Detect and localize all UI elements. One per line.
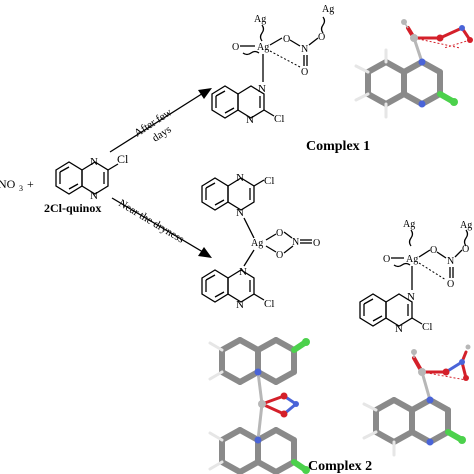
quinoxaline-structure	[55, 161, 119, 195]
complex1-alt-structure: Ag Ag O O N O Ag O N N Cl	[359, 219, 472, 335]
upper-arrow: After few days	[109, 88, 212, 153]
alt-ag-top: Ag	[403, 219, 415, 230]
c2-n-top2: N	[236, 207, 244, 219]
complex1-model-2	[362, 344, 471, 457]
alt-ag-right: Ag	[460, 220, 472, 231]
alt-o-upper: O	[430, 245, 437, 256]
complex2-structure: N N Cl Ag O N O O N N Cl	[201, 172, 320, 311]
atom-n-top: N	[90, 156, 98, 168]
alt-cl: Cl	[422, 321, 432, 333]
alt-o-right: O	[462, 244, 469, 255]
c1-ag-top: Ag	[254, 14, 266, 25]
arrow-label-lower: Near the dryness	[116, 197, 186, 245]
complex1-label: Complex 1	[306, 139, 370, 154]
salt-fragment: NO	[0, 177, 16, 191]
c2-o-c: O	[313, 238, 320, 249]
c2-n-top1: N	[236, 172, 244, 184]
salt-subscript: 3	[19, 184, 23, 193]
c2-cl-bottom: Cl	[264, 298, 274, 310]
c1-ag: Ag	[257, 42, 269, 53]
alt-n-nitrate: N	[447, 256, 454, 267]
alt-o-bottom: O	[447, 279, 454, 290]
c2-o-a: O	[276, 228, 283, 239]
alt-n-lower: N	[395, 323, 403, 335]
reactant: NO 3 + N N Cl 2Cl-quinox	[0, 152, 129, 215]
alt-n-upper: N	[407, 291, 415, 303]
reactant-name: 2Cl-quinox	[44, 201, 101, 215]
complex1-structure: Ag Ag O O N O Ag O N N Cl	[211, 4, 334, 126]
complex2-label: Complex 2	[308, 459, 372, 474]
c1-o-bottom: O	[301, 67, 308, 78]
alt-ag: Ag	[406, 254, 418, 265]
atom-n-bottom: N	[90, 190, 98, 202]
c2-n-bottom1: N	[239, 266, 247, 278]
c1-o-right: O	[318, 32, 325, 43]
alt-o-left: O	[383, 254, 390, 265]
c1-ag-right: Ag	[322, 4, 334, 15]
c1-o-upper: O	[283, 34, 290, 45]
atom-cl: Cl	[117, 152, 129, 166]
complex1-model	[354, 19, 473, 119]
c1-n-lower: N	[246, 114, 254, 126]
c1-n-nitrate: N	[301, 44, 308, 55]
c1-n-upper: N	[258, 83, 266, 95]
c2-o-b: O	[276, 250, 283, 261]
complex2-model	[208, 337, 310, 474]
c2-cl-top: Cl	[264, 175, 274, 187]
lower-arrow: Near the dryness	[111, 197, 212, 258]
c2-n-bottom2: N	[236, 299, 244, 311]
c2-ag: Ag	[251, 238, 263, 249]
c2-n-nitrate: N	[292, 237, 299, 248]
plus-sign: +	[27, 177, 34, 191]
c1-cl: Cl	[274, 113, 284, 125]
c1-o-left: O	[232, 42, 239, 53]
